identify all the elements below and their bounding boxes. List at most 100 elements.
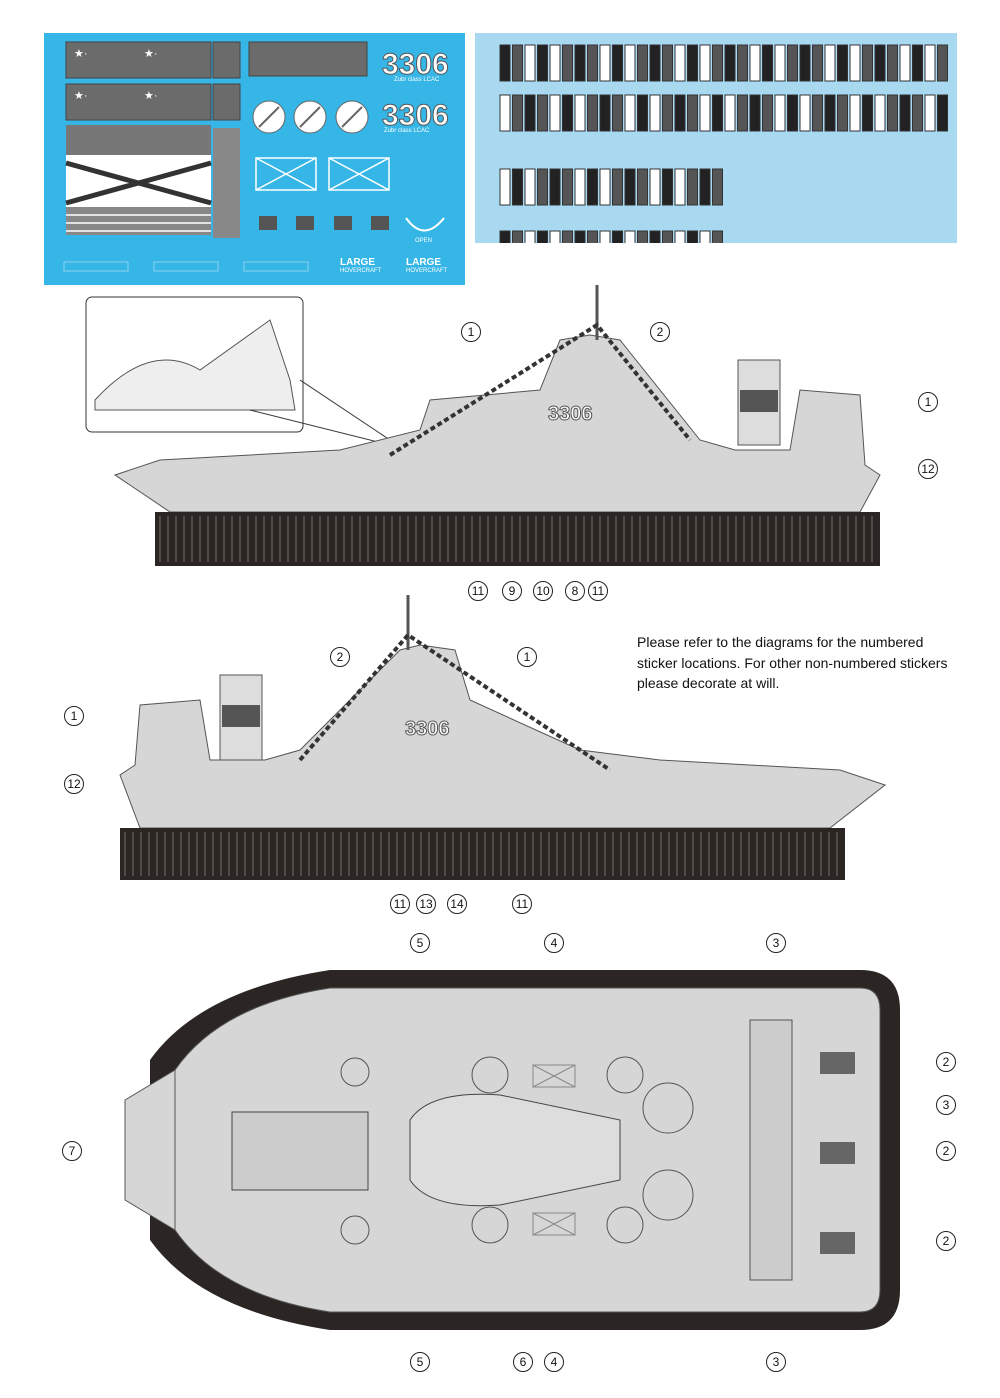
svg-text:★·: ★· — [74, 90, 88, 102]
signal-flag — [674, 168, 686, 206]
signal-flag — [699, 230, 711, 268]
signal-flag — [499, 44, 511, 82]
signal-flag — [599, 168, 611, 206]
signal-flag — [712, 230, 723, 268]
signal-flag — [812, 94, 823, 132]
callout-2: 2 — [936, 1052, 956, 1072]
signal-flag — [899, 44, 911, 82]
signal-flag — [549, 230, 561, 268]
signal-flag — [612, 94, 623, 132]
signal-flag — [637, 94, 648, 132]
signal-flag — [599, 44, 611, 82]
callout-10: 10 — [533, 581, 553, 601]
signal-flag — [512, 230, 523, 268]
signal-flag — [774, 94, 786, 132]
hull-number-decal: 3306 — [382, 99, 449, 132]
callout-2: 2 — [330, 647, 350, 667]
signal-flag — [637, 168, 648, 206]
callout-6: 6 — [513, 1352, 533, 1372]
callout-12: 12 — [918, 459, 938, 479]
signal-flag — [662, 94, 673, 132]
callout-14: 14 — [447, 894, 467, 914]
callout-11: 11 — [588, 581, 608, 601]
signal-flag — [637, 230, 648, 268]
signal-flag — [624, 168, 636, 206]
signal-flag — [837, 44, 848, 82]
signal-flag — [624, 94, 636, 132]
signal-flag — [537, 44, 548, 82]
signal-flag — [499, 94, 511, 132]
callout-5: 5 — [410, 1352, 430, 1372]
callout-1: 1 — [64, 706, 84, 726]
signal-flag — [599, 230, 611, 268]
callout-8: 8 — [565, 581, 585, 601]
signal-flag — [712, 168, 723, 206]
signal-flag — [824, 44, 836, 82]
signal-flag — [512, 44, 523, 82]
callout-1: 1 — [517, 647, 537, 667]
signal-flag — [774, 44, 786, 82]
large-decal: LARGE — [340, 257, 375, 268]
signal-flag — [937, 94, 948, 132]
signal-flag — [549, 94, 561, 132]
signal-flag — [574, 168, 586, 206]
callout-3: 3 — [766, 933, 786, 953]
signal-flag — [787, 44, 798, 82]
signal-flag — [649, 44, 661, 82]
signal-flag — [574, 94, 586, 132]
callout-3: 3 — [936, 1095, 956, 1115]
signal-flag — [587, 94, 598, 132]
signal-flag — [649, 94, 661, 132]
signal-flag — [499, 230, 511, 268]
hull-caption-decal: Zubr class LCAC — [394, 77, 440, 83]
instruction-note: Please refer to the diagrams for the num… — [637, 634, 948, 691]
signal-flag — [662, 168, 673, 206]
signal-flag — [612, 230, 623, 268]
signal-flag — [724, 44, 736, 82]
signal-flag — [912, 44, 923, 82]
signal-flag — [937, 44, 948, 82]
callout-2: 2 — [936, 1141, 956, 1161]
signal-flag — [624, 44, 636, 82]
hull-number: 3306 — [548, 403, 593, 425]
signal-flag — [712, 44, 723, 82]
signal-flag — [524, 230, 536, 268]
signal-flag — [662, 44, 673, 82]
signal-flag — [687, 230, 698, 268]
callout-5: 5 — [410, 933, 430, 953]
signal-flag — [537, 94, 548, 132]
hull-caption-decal: Zubr class LCAC — [384, 128, 430, 134]
signal-flag — [512, 168, 523, 206]
signal-flag — [712, 94, 723, 132]
signal-flag — [687, 168, 698, 206]
signal-flag — [649, 230, 661, 268]
signal-flag — [824, 94, 836, 132]
callout-1: 1 — [461, 322, 481, 342]
signal-flag — [899, 94, 911, 132]
callout-9: 9 — [502, 581, 522, 601]
signal-flag — [524, 168, 536, 206]
signal-flag — [587, 44, 598, 82]
signal-flag — [887, 44, 898, 82]
signal-flag — [587, 168, 598, 206]
signal-flag — [924, 94, 936, 132]
signal-flag — [687, 94, 698, 132]
signal-flag — [912, 94, 923, 132]
signal-flag — [849, 94, 861, 132]
callout-11: 11 — [512, 894, 532, 914]
hull-number: 3306 — [405, 718, 450, 740]
signal-flag — [749, 94, 761, 132]
hovercraft-decal: HOVERCRAFT — [340, 268, 382, 274]
signal-flag — [674, 44, 686, 82]
signal-flag — [849, 44, 861, 82]
callout-11: 11 — [468, 581, 488, 601]
signal-flag — [637, 44, 648, 82]
signal-flag — [737, 44, 748, 82]
callout-13: 13 — [416, 894, 436, 914]
open-decal: OPEN — [415, 238, 432, 244]
signal-flag — [924, 44, 936, 82]
signal-flag — [699, 168, 711, 206]
signal-flag — [512, 94, 523, 132]
decal-sheet-artwork: ★·★·★·★· OPEN 3306 Zubr class LCAC 3306 … — [63, 41, 449, 274]
signal-flag — [612, 168, 623, 206]
